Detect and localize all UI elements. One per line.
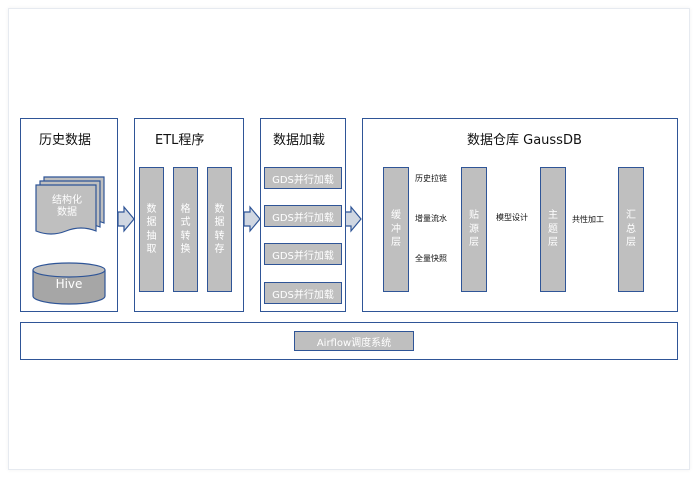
flow-label-snapshot: 全量快照 — [415, 254, 447, 263]
etl-step-store: 数据转存 — [207, 167, 232, 292]
layer-summary: 汇总层 — [618, 167, 644, 292]
structured-data-icon — [35, 176, 105, 235]
etl-step-extract: 数据抽取 — [139, 167, 164, 292]
panel-title-etl: ETL程序 — [155, 133, 205, 148]
layer-source: 贴源层 — [461, 167, 487, 292]
etl-step-label: 数据转存 — [214, 203, 225, 256]
layer-label: 缓冲层 — [391, 210, 401, 249]
panel-title-history: 历史数据 — [39, 133, 92, 148]
panel-history-data: 历史数据 结构化 数据 Hive — [20, 118, 118, 312]
etl-step-convert: 格式转换 — [173, 167, 198, 292]
gds-load-box: GDS并行加载 — [264, 205, 342, 227]
diagram-frame — [8, 8, 690, 470]
etl-step-label: 数据抽取 — [146, 203, 157, 256]
airflow-scheduler-box: Airflow调度系统 — [294, 331, 414, 351]
hive-label: Hive — [55, 277, 83, 291]
gds-load-box: GDS并行加载 — [264, 282, 342, 304]
etl-step-label: 格式转换 — [180, 203, 191, 256]
structured-data-label: 结构化 数据 — [52, 195, 82, 218]
flow-label-history: 历史拉链 — [415, 174, 447, 183]
flow-label-process: 共性加工 — [572, 215, 604, 224]
gds-load-box: GDS并行加载 — [264, 167, 342, 189]
layer-label: 汇总层 — [626, 210, 636, 249]
block-arrow-history-to-etl — [117, 205, 135, 233]
flow-label-incremental: 增量流水 — [415, 214, 447, 223]
hive-cylinder-icon — [32, 262, 106, 305]
gds-load-box: GDS并行加载 — [264, 243, 342, 265]
block-arrow-load-to-dw — [344, 205, 362, 233]
layer-subject: 主题层 — [540, 167, 566, 292]
layer-label: 贴源层 — [469, 210, 479, 249]
panel-title-dw: 数据仓库 GaussDB — [467, 133, 582, 148]
panel-title-load: 数据加载 — [273, 133, 326, 148]
layer-label: 主题层 — [548, 210, 558, 249]
flow-label-model: 模型设计 — [496, 213, 528, 222]
layer-buffer: 缓冲层 — [383, 167, 409, 292]
block-arrow-etl-to-load — [243, 205, 261, 233]
